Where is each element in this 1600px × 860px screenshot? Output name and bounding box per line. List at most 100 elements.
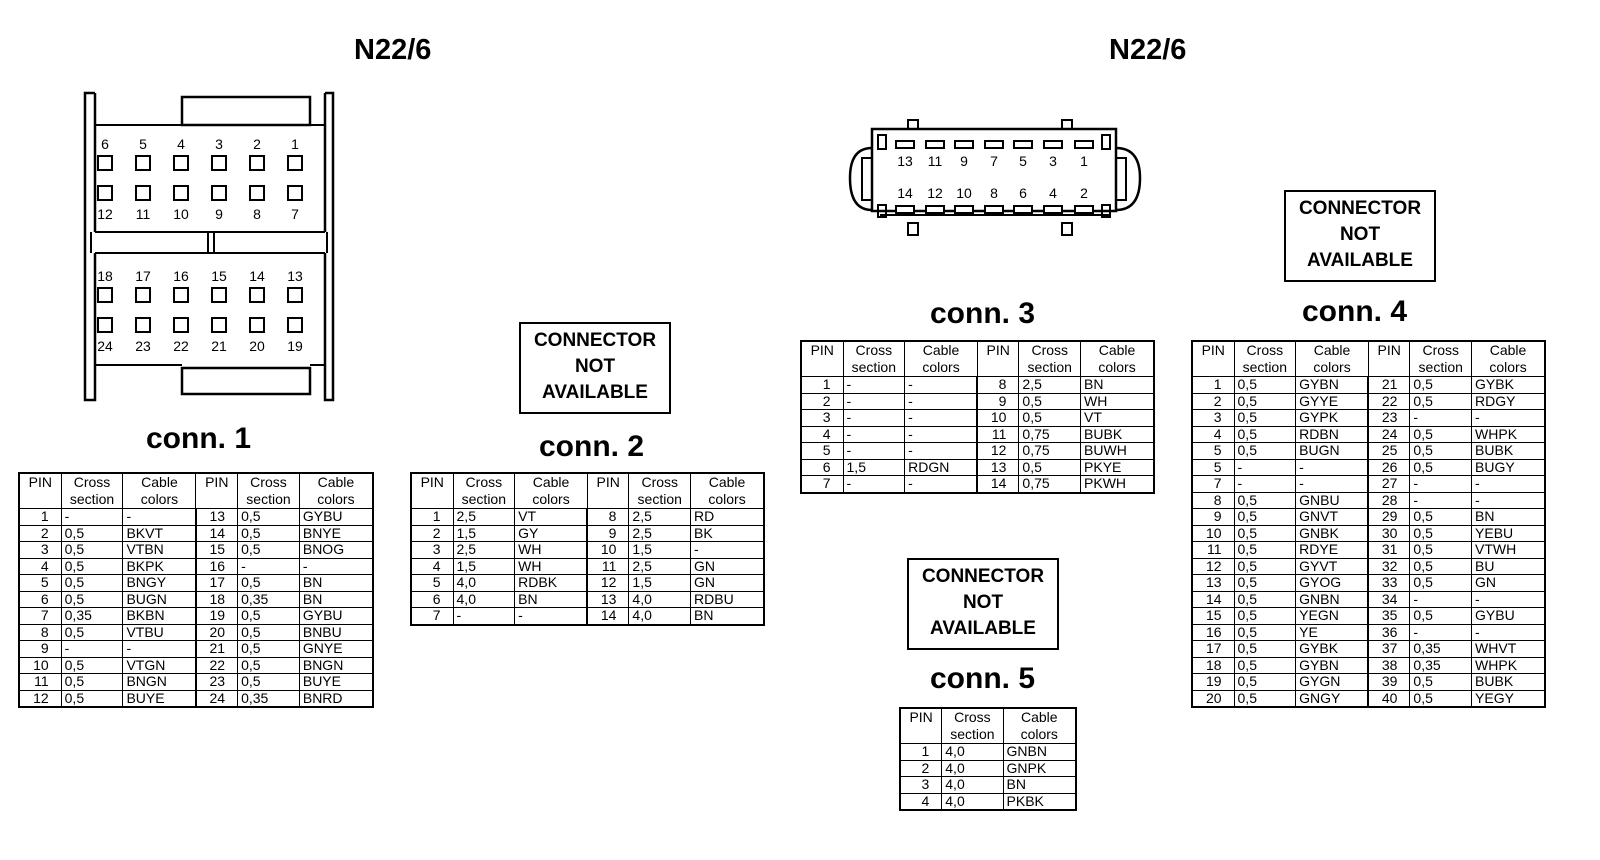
cross-section-cell: -	[842, 409, 906, 427]
cross-section-cell: 0,5	[237, 541, 300, 559]
col-pin-header: PIN	[410, 472, 454, 509]
pin-cell: 19	[1191, 673, 1235, 691]
cable-color-cell: WH	[1080, 393, 1155, 410]
pin-socket	[1074, 205, 1094, 214]
cable-color-cell: VT	[514, 508, 589, 526]
pin-cell: 24	[1367, 426, 1411, 443]
pin-socket	[925, 205, 945, 214]
cable-color-cell: -	[904, 426, 979, 443]
pin-socket	[984, 205, 1004, 214]
pin-socket	[173, 287, 189, 303]
cable-color-cell: -	[122, 640, 197, 658]
pin-cell: 8	[586, 508, 630, 526]
pin-cell: 10	[586, 541, 630, 559]
cross-section-cell: 0,5	[1233, 673, 1297, 691]
pin-cell: 37	[1367, 640, 1411, 658]
cross-section-cell: 0,5	[237, 673, 300, 691]
cable-color-cell: VT	[1080, 409, 1155, 427]
pin-number-label: 5	[1019, 153, 1027, 169]
cross-section-cell: 4,0	[941, 760, 1004, 777]
col-pin-header: PIN	[586, 472, 630, 509]
pin-socket	[173, 185, 189, 201]
cross-section-cell: 2,5	[628, 508, 692, 526]
conn5-label: conn. 5	[930, 662, 1036, 695]
cable-color-cell: GYGN	[1295, 673, 1370, 691]
pin-cell: 9	[1191, 508, 1235, 526]
cross-section-cell: 0,35	[237, 690, 300, 708]
cross-section-cell: -	[842, 475, 906, 493]
cross-section-cell: -	[60, 508, 124, 526]
connector-not-available-box-conn2: CONNECTOR NOT AVAILABLE	[519, 322, 671, 414]
cable-color-cell: BN	[1471, 508, 1546, 526]
cable-color-cell: BNYE	[298, 525, 374, 542]
cable-color-cell: -	[122, 508, 197, 526]
cable-color-cell: BNBU	[298, 624, 374, 641]
pin-socket	[895, 205, 915, 214]
cable-color-cell: YEGY	[1471, 690, 1546, 708]
pin-number-label: 20	[249, 338, 265, 354]
pin-cell: 13	[976, 459, 1020, 476]
cross-section-cell: 4,0	[941, 743, 1004, 761]
pin-cell: 14	[1191, 591, 1235, 608]
pin-socket	[135, 155, 151, 171]
cross-section-cell: 1,5	[452, 558, 516, 575]
pin-number-label: 3	[1049, 153, 1057, 169]
pin-cell: 10	[1191, 525, 1235, 542]
pin-number-label: 8	[990, 185, 998, 201]
cable-color-cell: GYBN	[1295, 657, 1370, 674]
pin-number-label: 3	[215, 136, 223, 152]
pin-number-label: 23	[135, 338, 151, 354]
cable-color-cell: PKYE	[1080, 459, 1155, 476]
cable-color-cell: BNGN	[122, 673, 197, 691]
cross-section-cell: 0,5	[60, 558, 124, 575]
pin-cell: 9	[18, 640, 62, 658]
pin-number-label: 12	[927, 185, 943, 201]
cable-color-cell: VTBU	[122, 624, 197, 641]
conn4-label: conn. 4	[1302, 295, 1408, 328]
pin-cell: 4	[410, 558, 454, 575]
cable-color-cell: YEGN	[1295, 607, 1370, 625]
cable-color-cell: BN	[1080, 376, 1155, 394]
cable-color-cell: RDYE	[1295, 541, 1370, 559]
cross-section-cell: 0,5	[1233, 624, 1297, 641]
pin-cell: 25	[1367, 442, 1411, 460]
cable-color-cell: BNGY	[122, 574, 197, 592]
pin-number-label: 9	[215, 206, 223, 222]
pin-cell: 14	[976, 475, 1020, 493]
pin-number-label: 19	[287, 338, 303, 354]
pin-socket	[954, 140, 974, 149]
cross-section-cell: 0,5	[237, 640, 300, 658]
cable-color-cell: BUGY	[1471, 459, 1546, 476]
cross-section-cell: 0,75	[1018, 442, 1082, 460]
pin-socket	[925, 140, 945, 149]
cable-color-cell: GN	[690, 574, 765, 592]
cross-section-cell: 0,5	[1409, 525, 1473, 542]
cross-section-cell: -	[842, 442, 906, 460]
pin-cell: 27	[1367, 475, 1411, 493]
title-right: N22/6	[1109, 34, 1187, 66]
cable-color-cell: BUYE	[122, 690, 197, 708]
cross-section-cell: 0,5	[1233, 690, 1297, 708]
cross-section-cell: -	[1409, 475, 1473, 493]
pin-socket	[1043, 205, 1063, 214]
pin-cell: 32	[1367, 558, 1411, 575]
